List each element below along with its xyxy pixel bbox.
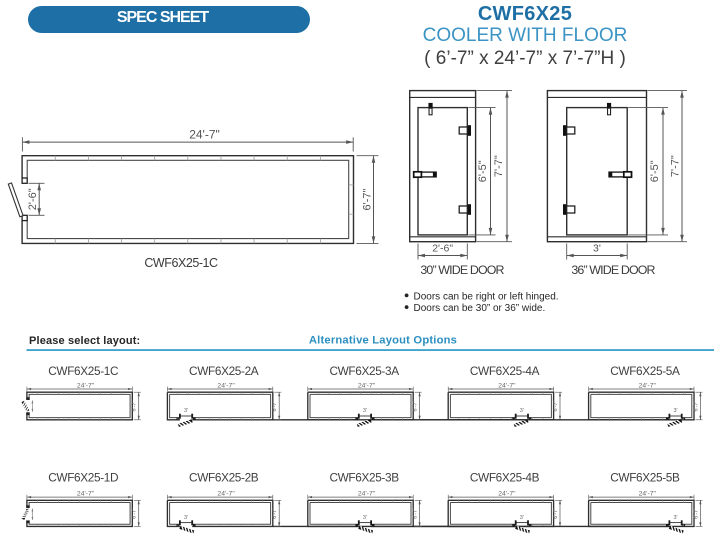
svg-text:2'-6": 2'-6" [432, 243, 453, 255]
svg-text:6'-7": 6'-7" [272, 508, 278, 519]
svg-text:24'-7": 24'-7" [498, 382, 516, 389]
svg-text:6'-7": 6'-7" [413, 400, 419, 411]
svg-text:30” WIDE DOOR: 30” WIDE DOOR [420, 263, 504, 277]
svg-text:6'-7": 6'-7" [693, 400, 699, 411]
svg-text:36” WIDE DOOR: 36” WIDE DOOR [571, 263, 655, 277]
svg-text:CWF6X25-5B: CWF6X25-5B [610, 471, 680, 485]
svg-text:Alternative Layout Options: Alternative Layout Options [309, 335, 457, 347]
svg-text:24'-7": 24'-7" [358, 382, 376, 389]
svg-text:24'-7": 24'-7" [189, 128, 220, 142]
svg-text:7'-7": 7'-7" [493, 155, 505, 177]
svg-text:24'-7": 24'-7" [77, 382, 95, 389]
svg-text:6'-7": 6'-7" [132, 400, 138, 411]
svg-text:24'-7": 24'-7" [217, 382, 235, 389]
svg-text:2'-6": 2'-6" [27, 188, 39, 210]
svg-text:3': 3' [184, 408, 188, 414]
svg-text:CWF6X25-3A: CWF6X25-3A [329, 364, 399, 378]
svg-text:CWF6X25-3B: CWF6X25-3B [329, 471, 399, 485]
svg-text:Doors can be right or left hin: Doors can be right or left hinged. [414, 291, 559, 302]
svg-text:CWF6X25-4A: CWF6X25-4A [470, 364, 540, 378]
svg-text:3': 3' [673, 408, 677, 414]
svg-text:CWF6X25-1D: CWF6X25-1D [48, 471, 118, 485]
svg-text:7'-7": 7'-7" [670, 155, 682, 177]
svg-text:6'-7": 6'-7" [132, 508, 138, 519]
svg-text:6'-7": 6'-7" [693, 508, 699, 519]
svg-text:24'-7": 24'-7" [498, 490, 516, 497]
svg-text:3': 3' [673, 515, 677, 521]
svg-text:6'-7": 6'-7" [361, 189, 373, 211]
svg-text:6'-5": 6'-5" [477, 160, 489, 182]
svg-text:CWF6X25-2A: CWF6X25-2A [189, 364, 259, 378]
svg-text:24'-7": 24'-7" [77, 490, 95, 497]
svg-text:3': 3' [363, 515, 367, 521]
svg-text:CWF6X25-1C: CWF6X25-1C [48, 364, 119, 378]
svg-text:24'-7": 24'-7" [639, 382, 657, 389]
svg-text:Doors can be 30” or 36” wide.: Doors can be 30” or 36” wide. [414, 303, 546, 314]
svg-text:3': 3' [363, 408, 367, 414]
svg-text:3': 3' [520, 515, 524, 521]
svg-text:CWF6X25-5A: CWF6X25-5A [610, 364, 680, 378]
svg-text:24'-7": 24'-7" [639, 490, 657, 497]
svg-text:3': 3' [520, 408, 524, 414]
svg-text:CWF6X25-1C: CWF6X25-1C [144, 256, 218, 270]
svg-text:24'-7": 24'-7" [217, 490, 235, 497]
svg-text:6'-7": 6'-7" [272, 400, 278, 411]
svg-text:Please select layout:: Please select layout: [29, 335, 140, 347]
svg-text:24'-7": 24'-7" [358, 490, 376, 497]
svg-text:6'-5": 6'-5" [649, 160, 661, 182]
svg-text:6'-7": 6'-7" [413, 508, 419, 519]
svg-text:6'-7": 6'-7" [553, 400, 559, 411]
svg-text:3': 3' [593, 243, 601, 255]
svg-text:CWF6X25-2B: CWF6X25-2B [189, 471, 259, 485]
svg-text:CWF6X25-4B: CWF6X25-4B [470, 471, 540, 485]
svg-text:6'-7": 6'-7" [553, 508, 559, 519]
svg-text:3': 3' [184, 515, 188, 521]
